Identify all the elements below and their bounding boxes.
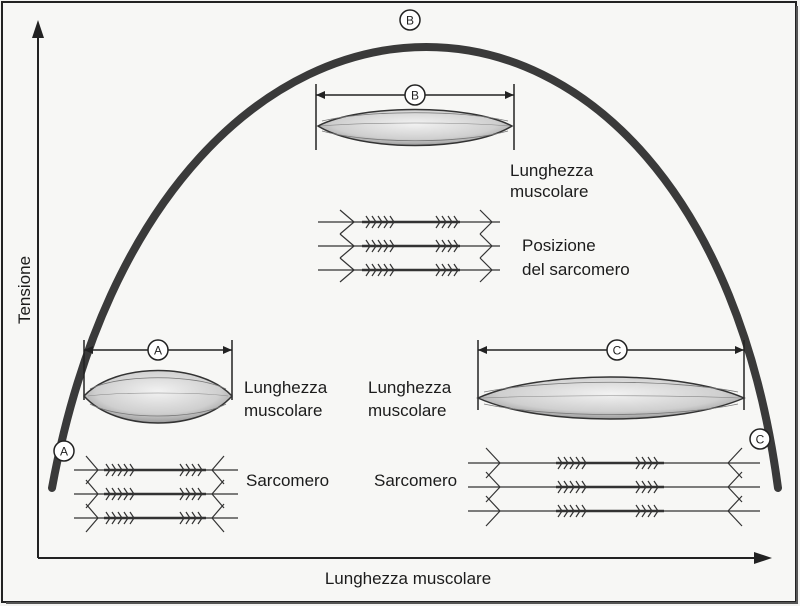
svg-text:B: B — [406, 14, 414, 28]
x-axis-label: Lunghezza muscolare — [325, 569, 491, 588]
tension-curve — [48, 43, 782, 492]
sarcomere-row — [468, 495, 760, 527]
svg-text:C: C — [613, 344, 622, 358]
length-label-b-line2: muscolare — [510, 182, 588, 201]
length-bracket-b: B — [315, 84, 515, 150]
y-axis-label: Tensione — [15, 256, 34, 324]
panel-b: B Lunghezza muscolare — [315, 84, 630, 283]
y-axis-arrow-icon — [32, 20, 44, 38]
x-axis-arrow-icon — [754, 552, 772, 564]
svg-text:A: A — [154, 344, 162, 358]
panel-a: A Lunghezza muscolare — [74, 339, 329, 533]
curve-marker-a: A — [53, 440, 75, 462]
svg-text:B: B — [411, 89, 419, 103]
length-label-c-line1: Lunghezza — [368, 378, 452, 397]
muscle-shape-a — [82, 369, 234, 424]
sarcomere-row — [468, 447, 760, 479]
length-label-c-line2: muscolare — [368, 401, 446, 420]
muscle-shape-c — [476, 376, 746, 420]
curve-marker-b: B — [399, 9, 421, 31]
sarcomere-b — [318, 209, 500, 283]
length-label-a-line2: muscolare — [244, 401, 322, 420]
sarcomere-row — [318, 233, 500, 259]
sarcomere-row — [318, 209, 500, 235]
sarcomere-label-a: Sarcomero — [246, 471, 329, 490]
muscle-shape-b — [316, 108, 514, 147]
length-label-a-line1: Lunghezza — [244, 378, 328, 397]
curve-marker-c: C — [749, 428, 771, 450]
length-bracket-a: A — [83, 339, 233, 400]
sarcomere-label-b-line1: Posizione — [522, 236, 596, 255]
svg-text:C: C — [756, 433, 765, 447]
sarcomere-c — [468, 447, 760, 527]
sarcomere-a — [74, 455, 238, 533]
sarcomere-row — [74, 503, 238, 533]
panel-c: C Lunghezza muscolare — [368, 339, 760, 527]
sarcomere-label-b-line2: del sarcomero — [522, 260, 630, 279]
sarcomere-label-c: Sarcomero — [374, 471, 457, 490]
sarcomere-row — [318, 257, 500, 283]
sarcomere-row — [74, 455, 238, 485]
svg-text:A: A — [60, 445, 68, 459]
sarcomere-row — [468, 471, 760, 503]
length-label-b-line1: Lunghezza — [510, 161, 594, 180]
